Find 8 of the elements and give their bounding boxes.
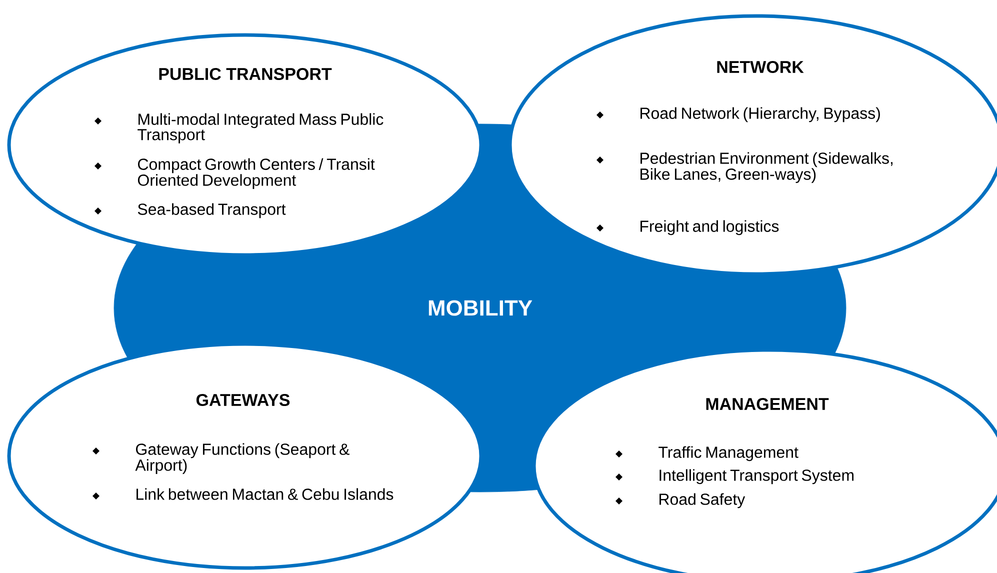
topic-heading: GATEWAYS [196, 394, 290, 406]
bullet-item: Road Safety [616, 493, 746, 508]
topic-heading: MANAGEMENT [706, 398, 829, 410]
bullet-item: Freight and logistics [596, 220, 779, 236]
bullet-item: Traffic Management [616, 446, 798, 462]
topic-heading: NETWORK [717, 60, 804, 74]
bullet-item: Road Network (Hierarchy, Bypass) [596, 107, 880, 122]
topic-heading: PUBLIC TRANSPORT [159, 68, 332, 80]
